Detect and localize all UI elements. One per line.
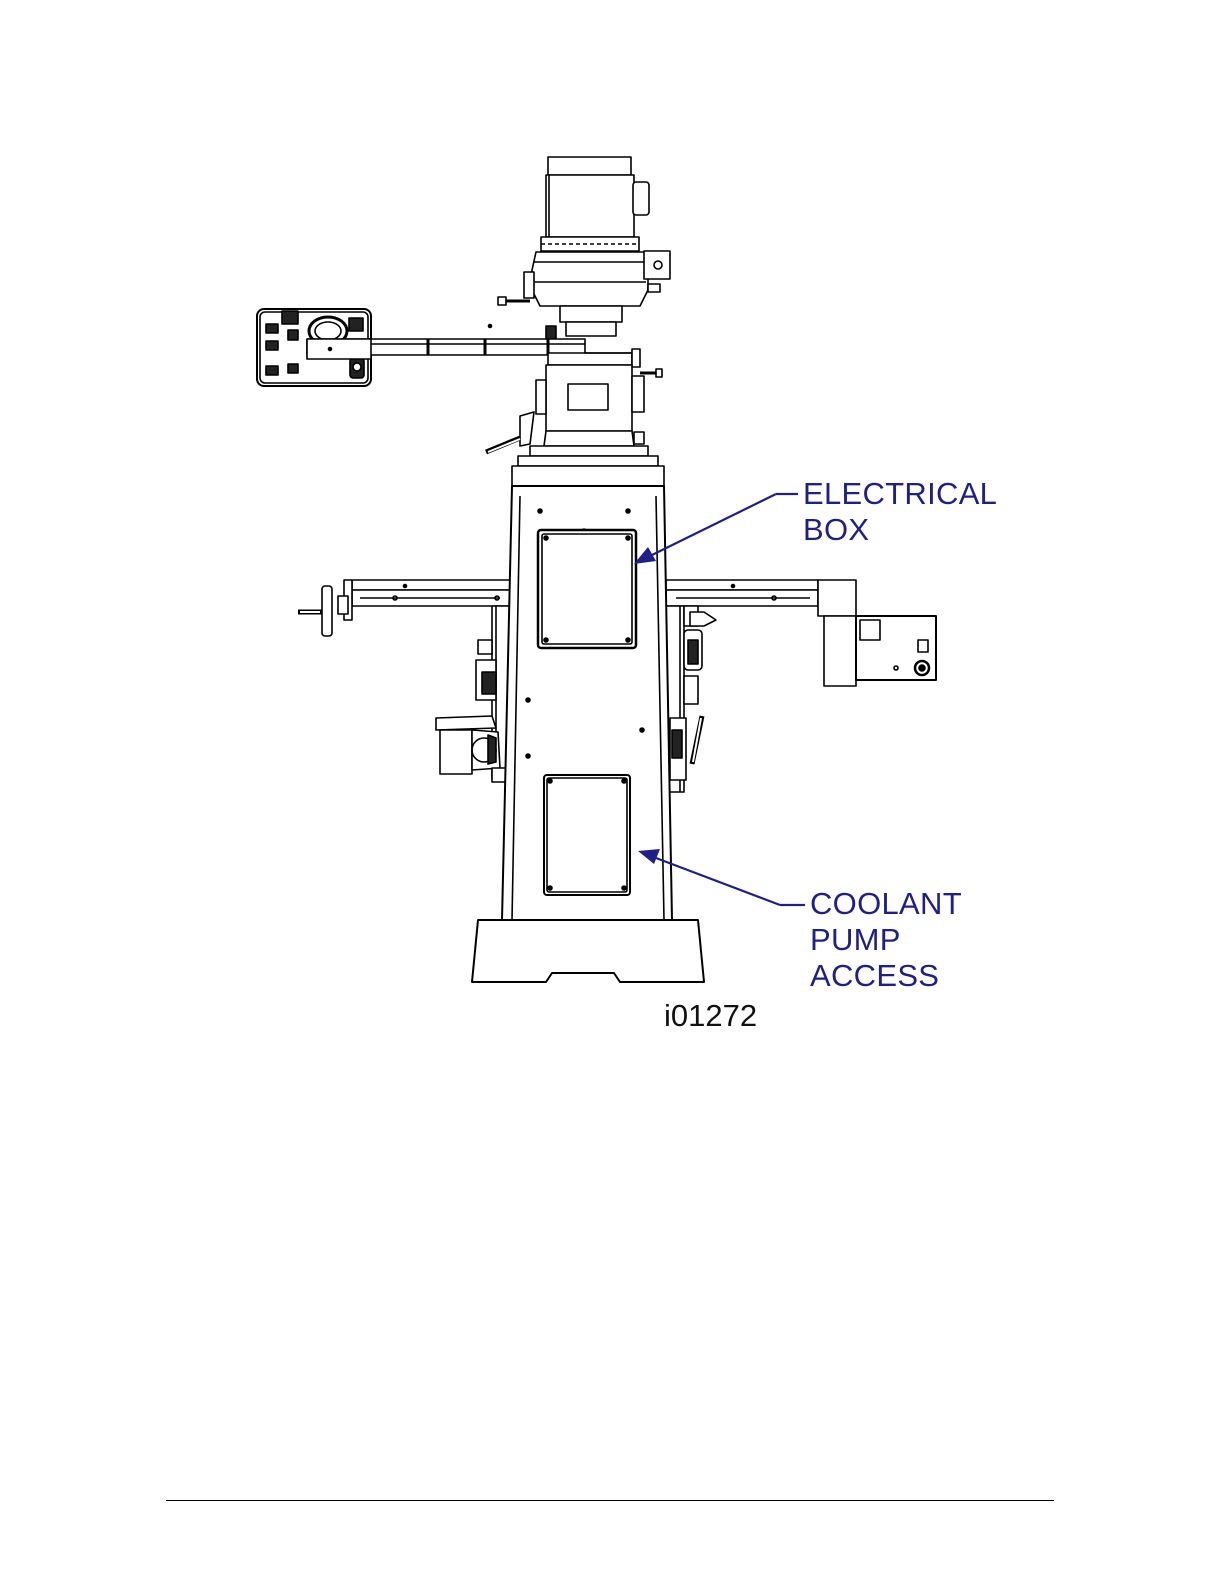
ram-turret [486,349,662,452]
figure-id: i01272 [664,998,757,1034]
table-right [666,580,936,686]
coolant-pump-label-line2: PUMP [810,922,962,958]
coolant-pump-label-line3: ACCESS [810,958,962,994]
electrical-box-label-line2: BOX [803,512,997,548]
electrical-box-label-line1: ELECTRICAL [803,476,997,512]
coolant-pump-access-cover [544,775,630,895]
saddle-left-mechanism [436,606,510,782]
machine-base [472,920,704,982]
coolant-pump-access-label: COOLANT PUMP ACCESS [810,886,962,994]
footer-rule [166,1500,1054,1501]
belt-housing [498,251,670,342]
column-top [512,446,664,486]
electrical-box-cover [538,530,636,648]
table-left [298,580,510,636]
electrical-box-label: ELECTRICAL BOX [803,476,997,548]
spindle-motor [541,157,649,251]
saddle-right-mechanism [666,606,716,792]
coolant-pump-label-line1: COOLANT [810,886,962,922]
